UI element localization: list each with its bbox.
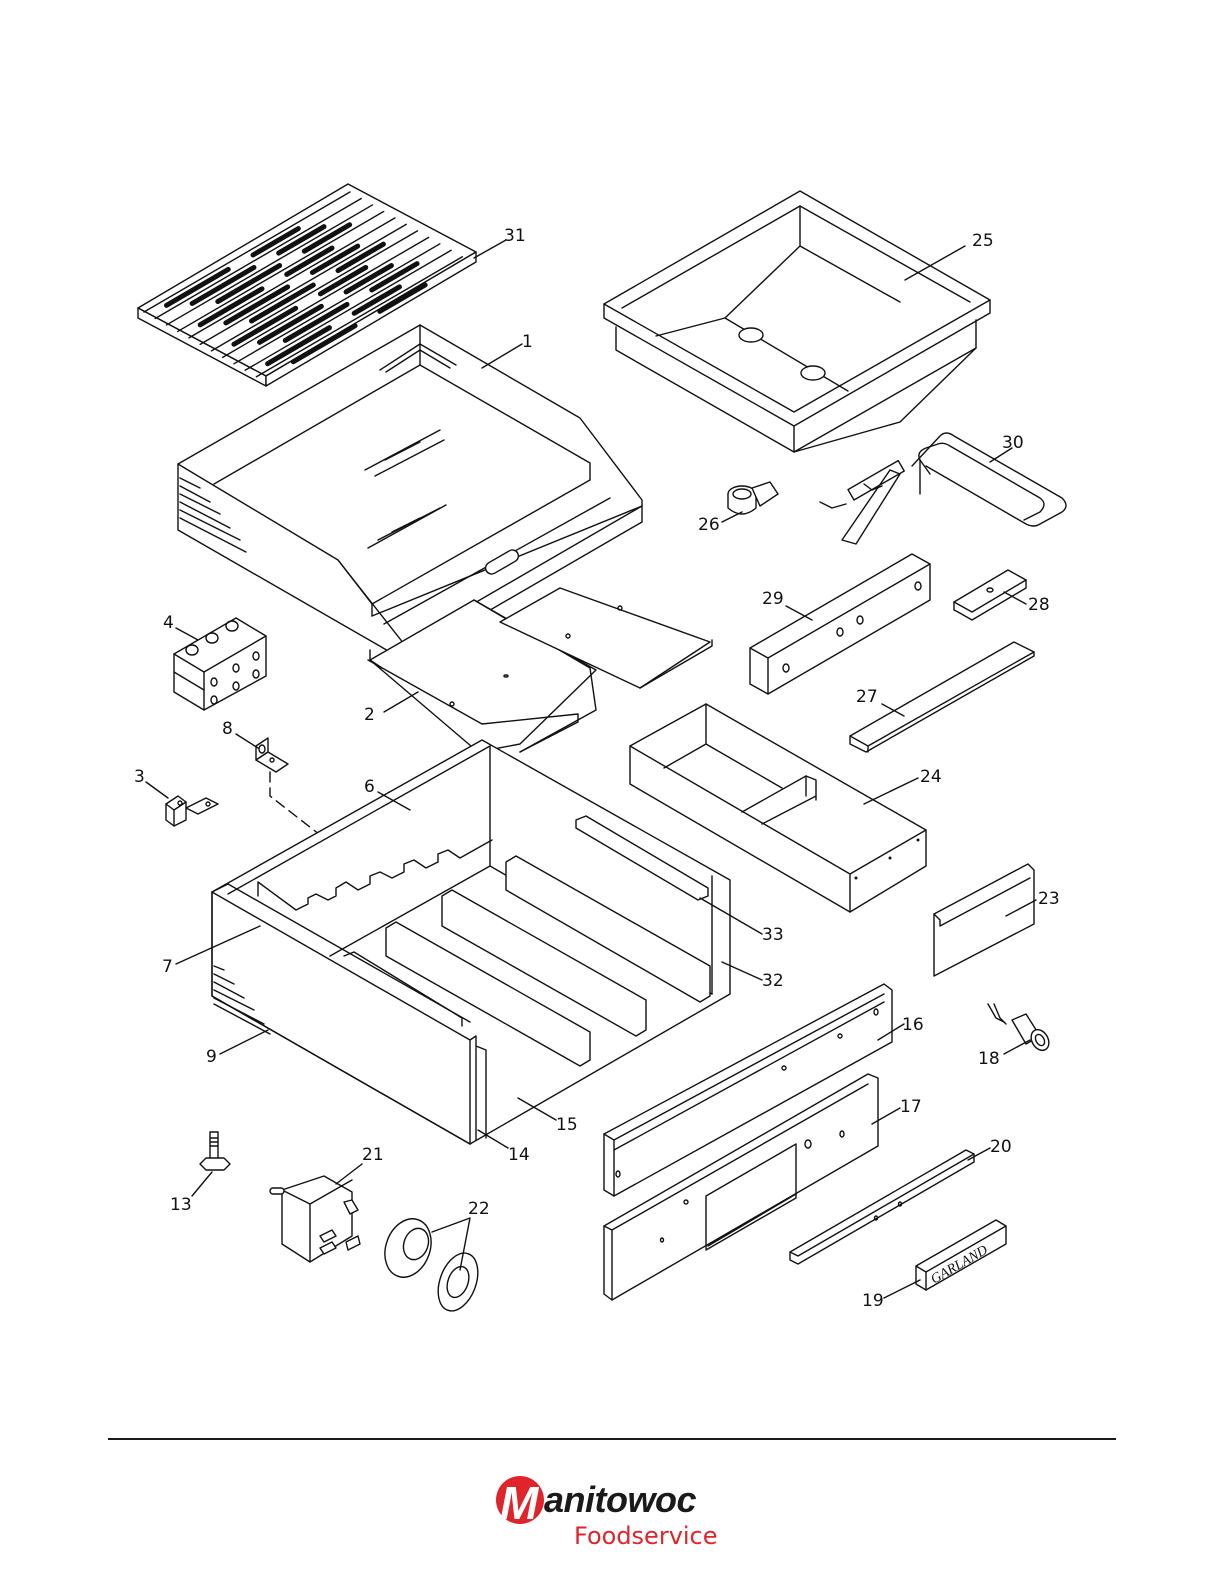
logo-red-circle-mark: M [496,1476,544,1524]
callout-9: 9 [206,1047,217,1067]
part-23-front-panel [934,864,1034,976]
callout-18: 18 [978,1049,1000,1069]
footer-divider [108,1438,1116,1440]
logo-wordmark: anitowoc [544,1480,696,1520]
callout-4: 4 [163,613,174,633]
callout-30: 30 [1002,433,1024,453]
leader-3 [146,782,168,798]
callout-21: 21 [362,1145,384,1165]
part-28-bracket [954,570,1026,620]
callout-19: 19 [862,1291,884,1311]
callout-27: 27 [856,687,878,707]
callout-33: 33 [762,925,784,945]
leader-31 [474,240,506,258]
exploded-parts-diagram: 31 25 1 [0,0,1225,1420]
callout-20: 20 [990,1137,1012,1157]
part-29-control-panel [750,554,930,694]
part-13-leveling-foot [200,1132,230,1170]
logo-subtitle: Foodservice [574,1522,718,1550]
logo-mark-letter: M [500,1478,536,1528]
callout-7: 7 [162,957,173,977]
leader-14 [478,1130,508,1148]
callout-15: 15 [556,1115,578,1135]
part-cabinet-assembly [212,740,730,1144]
callout-32: 32 [762,971,784,991]
leader-4 [176,628,198,640]
callout-13: 13 [170,1195,192,1215]
leader-13 [192,1172,212,1196]
callout-1: 1 [522,332,533,352]
part-21-switch [270,1176,360,1262]
part-3-lug [166,796,218,826]
leader-8 [236,734,258,748]
callout-31: 31 [504,226,526,246]
callout-17: 17 [900,1097,922,1117]
part-4-terminal-block [174,618,266,710]
leader-18 [1004,1040,1030,1054]
leader-24 [864,778,918,804]
callout-3: 3 [134,767,145,787]
callout-22: 22 [468,1199,490,1219]
callout-16: 16 [902,1015,924,1035]
callout-29: 29 [762,589,784,609]
callout-26: 26 [698,515,720,535]
part-25-drip-pan [604,191,990,452]
part-30-heating-element [820,433,1066,544]
callout-6: 6 [364,777,375,797]
manitowoc-foodservice-logo: M anitowoc Foodservice [496,1470,736,1560]
leader-2 [384,692,418,712]
callout-25: 25 [972,231,994,251]
callout-23: 23 [1038,889,1060,909]
part-18-indicator-light [988,1004,1052,1054]
callout-2: 2 [364,705,375,725]
leader-9 [220,1030,268,1054]
callout-14: 14 [508,1145,530,1165]
leader-26 [722,512,742,522]
callout-28: 28 [1028,595,1050,615]
leader-29 [786,606,812,620]
callout-8: 8 [222,719,233,739]
leader-19 [884,1280,920,1298]
part-22-knob-and-bezel [377,1212,485,1316]
part-8-bracket [256,738,288,772]
leader-1 [482,344,522,368]
part-26-thermostat [728,482,778,514]
part-19-nameplate: GARLAND [916,1220,1006,1290]
callout-24: 24 [920,767,942,787]
